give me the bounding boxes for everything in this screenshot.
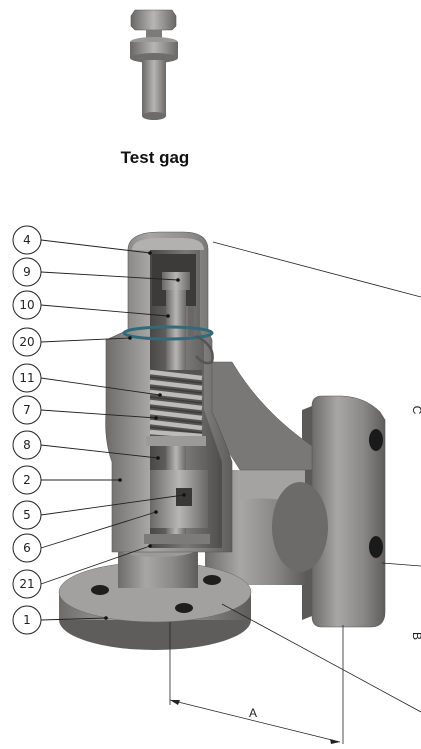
gag-shaft xyxy=(142,60,166,116)
svg-text:11: 11 xyxy=(19,371,34,385)
callout-5: 5 xyxy=(12,500,42,530)
seat-ring xyxy=(144,534,210,544)
dimension-b-label: B xyxy=(410,632,421,640)
inlet-bolt-hole-1 xyxy=(91,585,109,595)
gag-hex-head xyxy=(130,9,177,31)
svg-text:2: 2 xyxy=(23,473,31,487)
callout-20: 20 xyxy=(12,327,42,357)
callout-leaders xyxy=(40,239,185,621)
svg-text:6: 6 xyxy=(23,541,31,555)
callout-7: 7 xyxy=(12,395,42,425)
callout-21: 21 xyxy=(12,569,42,599)
dimension-a-label: A xyxy=(249,706,257,720)
adjusting-nut xyxy=(162,272,190,290)
callout-2: 2 xyxy=(12,465,42,495)
valve-body xyxy=(105,231,233,553)
svg-text:4: 4 xyxy=(23,233,31,247)
svg-text:9: 9 xyxy=(23,265,31,279)
dimension-arrows xyxy=(170,700,340,744)
svg-text:1: 1 xyxy=(23,613,31,627)
svg-text:5: 5 xyxy=(23,508,31,522)
svg-text:7: 7 xyxy=(23,403,31,417)
svg-text:21: 21 xyxy=(19,577,34,591)
callout-6: 6 xyxy=(12,533,42,563)
svg-text:10: 10 xyxy=(19,298,34,312)
gag-neck xyxy=(146,30,162,38)
outlet-bore xyxy=(272,482,328,572)
callout-9: 9 xyxy=(12,257,42,287)
callout-1: 1 xyxy=(12,605,42,635)
callout-11: 11 xyxy=(12,363,42,393)
callout-leader-dots xyxy=(104,251,186,620)
svg-text:8: 8 xyxy=(23,438,31,452)
test-gag-part xyxy=(130,9,178,120)
flange-bolt-hole-bottom xyxy=(369,536,383,558)
dimension-c-label: C xyxy=(410,406,421,415)
callout-10: 10 xyxy=(12,290,42,320)
test-gag-caption: Test gag xyxy=(120,148,190,167)
svg-text:20: 20 xyxy=(19,335,34,349)
dimension-lines xyxy=(169,241,421,744)
flange-bolt-hole-top xyxy=(369,429,383,451)
seal-ring xyxy=(122,325,214,341)
inlet-flange xyxy=(58,539,252,650)
inlet-bolt-hole-2 xyxy=(175,603,193,613)
callout-8: 8 xyxy=(12,430,42,460)
inlet-bolt-hole-3 xyxy=(203,575,221,585)
callout-4: 4 xyxy=(12,225,42,255)
spring xyxy=(149,369,203,439)
gag-tip xyxy=(142,112,166,120)
